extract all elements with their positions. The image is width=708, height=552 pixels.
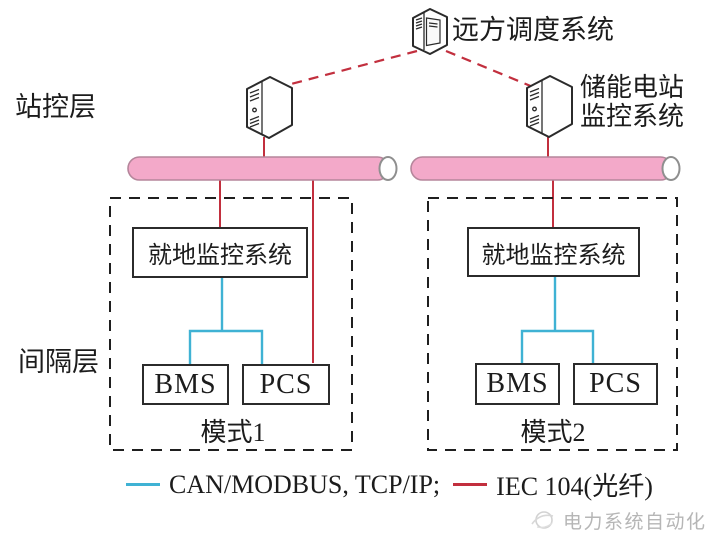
mode-label-2: 模式2 (520, 418, 586, 447)
remote-link-right (445, 49, 534, 89)
local-monitor-box-2: 就地监控系统 (467, 227, 640, 277)
pcs-box-1: PCS (242, 364, 330, 405)
journal-logo-icon (531, 511, 554, 529)
station-monitor-label: 储能电站 监控系统 (580, 73, 684, 131)
can-split-module1 (188, 329, 264, 364)
local-monitor-box-1: 就地监控系统 (132, 227, 308, 278)
layer-label-bay: 间隔层 (18, 347, 99, 377)
station-server-icon-right (526, 75, 573, 138)
pcs-box-2: PCS (573, 363, 658, 405)
module2-frame (427, 197, 678, 451)
legend-can-label: CAN/MODBUS, TCP/IP; (169, 469, 441, 499)
watermark-text: 电力系统自动化 (563, 511, 707, 533)
legend-iec-label: IEC 104(光纤) (496, 472, 653, 501)
remote-link-left (290, 49, 418, 86)
layer-label-station: 站控层 (15, 92, 96, 122)
bms-box-1: BMS (142, 364, 229, 405)
station-server-icon-left (246, 76, 293, 139)
legend: CAN/MODBUS, TCP/IP; IEC 104(光纤) (126, 466, 653, 503)
mode-label-1: 模式1 (200, 418, 266, 447)
station-bus-right (410, 156, 681, 181)
remote-dispatch-server-icon (412, 8, 448, 55)
bms-box-2: BMS (475, 363, 560, 405)
station-monitor-label-line2: 监控系统 (580, 102, 685, 131)
iec-line-swatch (453, 483, 488, 486)
can-split-module2 (520, 329, 595, 363)
watermark: 电力系统自动化 (528, 505, 707, 535)
can-line-swatch (126, 483, 160, 486)
station-monitor-label-line1: 储能电站 (580, 73, 685, 102)
station-bus-left (127, 156, 398, 181)
remote-dispatch-label: 远方调度系统 (452, 15, 614, 45)
module1-frame (109, 197, 353, 451)
